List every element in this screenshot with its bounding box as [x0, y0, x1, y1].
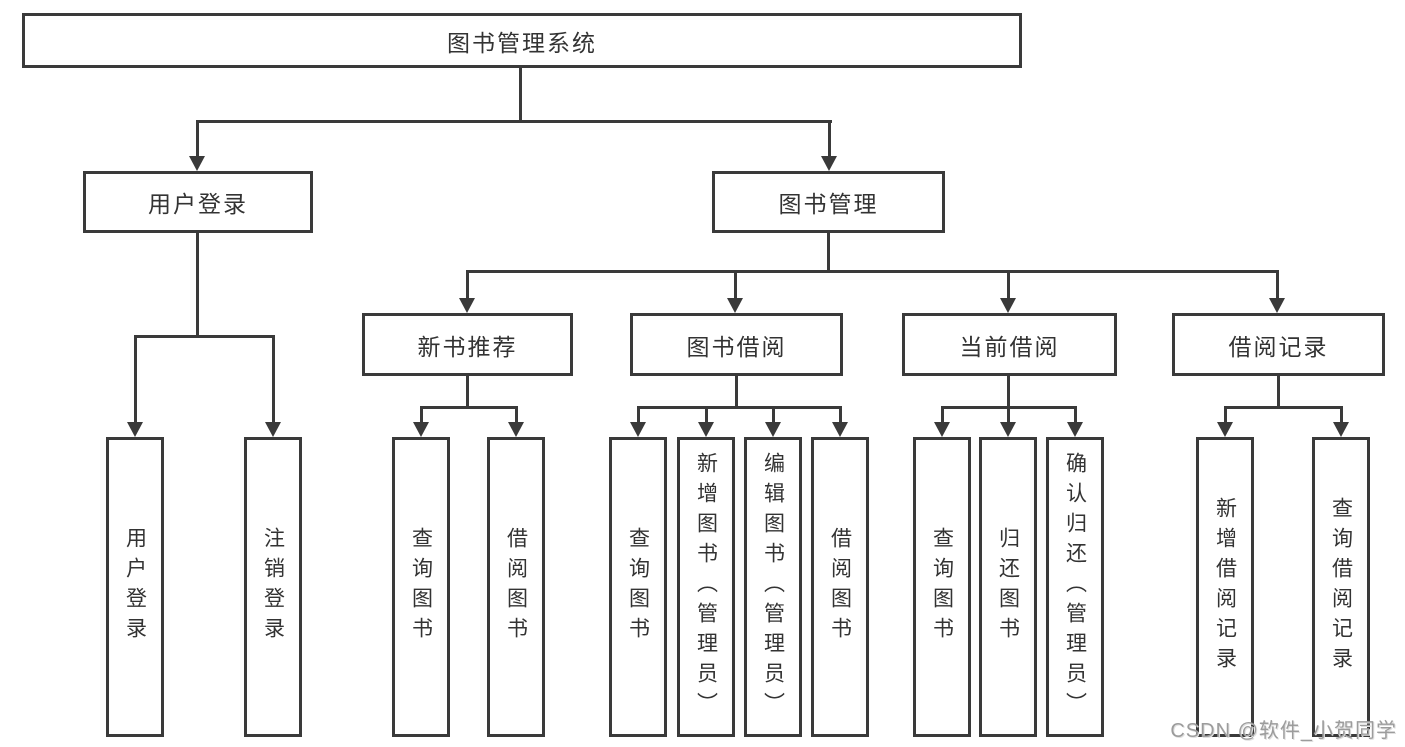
leaf-query-borrow-record: 查询借阅记录	[1312, 437, 1370, 737]
leaf-query-books-current: 查询图书	[913, 437, 971, 737]
connector-line	[839, 406, 842, 423]
arrow-down-icon	[1217, 422, 1233, 437]
arrow-down-icon	[698, 422, 714, 437]
node-user-login: 用户登录	[83, 171, 313, 233]
connector-line	[735, 376, 738, 406]
connector-line	[941, 406, 944, 423]
connector-line	[420, 406, 517, 409]
arrow-down-icon	[127, 422, 143, 437]
connector-line	[1074, 406, 1077, 423]
leaf-return-book: 归还图书	[979, 437, 1037, 737]
node-borrowing-records: 借阅记录	[1172, 313, 1385, 376]
leaf-user-login: 用户登录	[106, 437, 164, 737]
node-new-book-recommend: 新书推荐	[362, 313, 573, 376]
connector-line	[772, 406, 775, 423]
arrow-down-icon	[832, 422, 848, 437]
leaf-borrow-books-borrowing: 借阅图书	[811, 437, 869, 737]
node-book-borrowing: 图书借阅	[630, 313, 843, 376]
connector-line	[1277, 376, 1280, 406]
arrow-down-icon	[630, 422, 646, 437]
leaf-add-book-admin: 新增图书（管理员）	[677, 437, 735, 737]
arrow-down-icon	[508, 422, 524, 437]
leaf-add-borrow-record: 新增借阅记录	[1196, 437, 1254, 737]
arrow-down-icon	[413, 422, 429, 437]
connector-line	[1007, 376, 1010, 406]
connector-line	[272, 335, 275, 423]
connector-line	[828, 120, 831, 157]
arrow-down-icon	[1333, 422, 1349, 437]
arrow-down-icon	[265, 422, 281, 437]
arrow-down-icon	[189, 156, 205, 171]
connector-line	[637, 406, 640, 423]
arrow-down-icon	[765, 422, 781, 437]
arrow-down-icon	[727, 298, 743, 313]
connector-line	[734, 270, 737, 299]
connector-line	[1224, 406, 1227, 423]
connector-line	[519, 68, 522, 120]
connector-line	[420, 406, 423, 423]
node-current-borrowing: 当前借阅	[902, 313, 1117, 376]
leaf-query-books-recommend: 查询图书	[392, 437, 450, 737]
connector-line	[705, 406, 708, 423]
leaf-edit-book-admin: 编辑图书（管理员）	[744, 437, 802, 737]
connector-line	[1224, 406, 1343, 409]
connector-line	[1340, 406, 1343, 423]
leaf-borrow-books-recommend: 借阅图书	[487, 437, 545, 737]
connector-line	[134, 335, 137, 423]
connector-line	[466, 270, 1279, 273]
watermark: CSDN @软件_小贺同学	[1170, 720, 1397, 742]
connector-line	[466, 270, 469, 299]
leaf-query-books-borrowing: 查询图书	[609, 437, 667, 737]
arrow-down-icon	[1067, 422, 1083, 437]
arrow-down-icon	[459, 298, 475, 313]
connector-line	[515, 406, 518, 423]
connector-line	[196, 233, 199, 335]
leaf-logout: 注销登录	[244, 437, 302, 737]
connector-line	[1007, 270, 1010, 299]
leaf-confirm-return-admin: 确认归还（管理员）	[1046, 437, 1104, 737]
arrow-down-icon	[1000, 422, 1016, 437]
connector-line	[466, 376, 469, 406]
connector-line	[134, 335, 275, 338]
arrow-down-icon	[1000, 298, 1016, 313]
arrow-down-icon	[934, 422, 950, 437]
connector-line	[827, 233, 830, 270]
connector-line	[637, 406, 842, 409]
node-book-management: 图书管理	[712, 171, 945, 233]
connector-line	[196, 120, 832, 123]
arrow-down-icon	[1269, 298, 1285, 313]
connector-line	[1276, 270, 1279, 299]
connector-line	[196, 120, 199, 157]
node-library-management-system: 图书管理系统	[22, 13, 1022, 68]
arrow-down-icon	[821, 156, 837, 171]
connector-line	[1007, 406, 1010, 423]
